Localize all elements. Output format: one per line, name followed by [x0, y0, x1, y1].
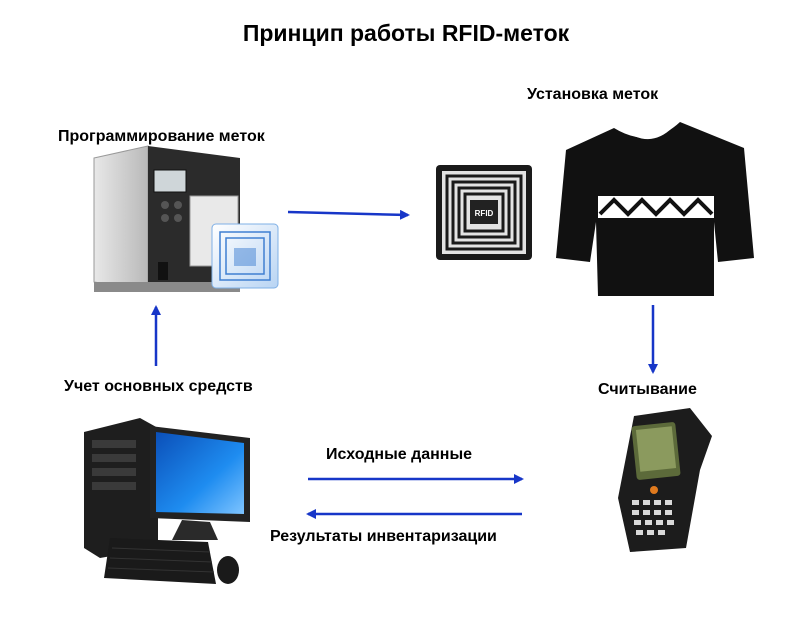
- computer-image: [84, 418, 250, 584]
- label-reading: Считывание: [598, 381, 697, 398]
- printed-tag-image: [211, 223, 279, 289]
- rfid-tag-image: RFID: [436, 165, 532, 260]
- label-programming: Программирование меток: [58, 128, 265, 145]
- arrows: [151, 209, 658, 519]
- diagram-title: Принцип работы RFID-меток: [242, 20, 570, 46]
- label-results: Результаты инвентаризации: [270, 528, 497, 545]
- label-source-data: Исходные данные: [326, 446, 473, 463]
- sweater-image: [556, 122, 754, 296]
- arrow-printer-to-tag: [287, 209, 410, 220]
- reader-device-image: [618, 408, 712, 552]
- label-install: Установка меток: [527, 86, 659, 103]
- label-accounting: Учет основных средств: [64, 378, 253, 395]
- rfid-tag-text: RFID: [475, 209, 494, 218]
